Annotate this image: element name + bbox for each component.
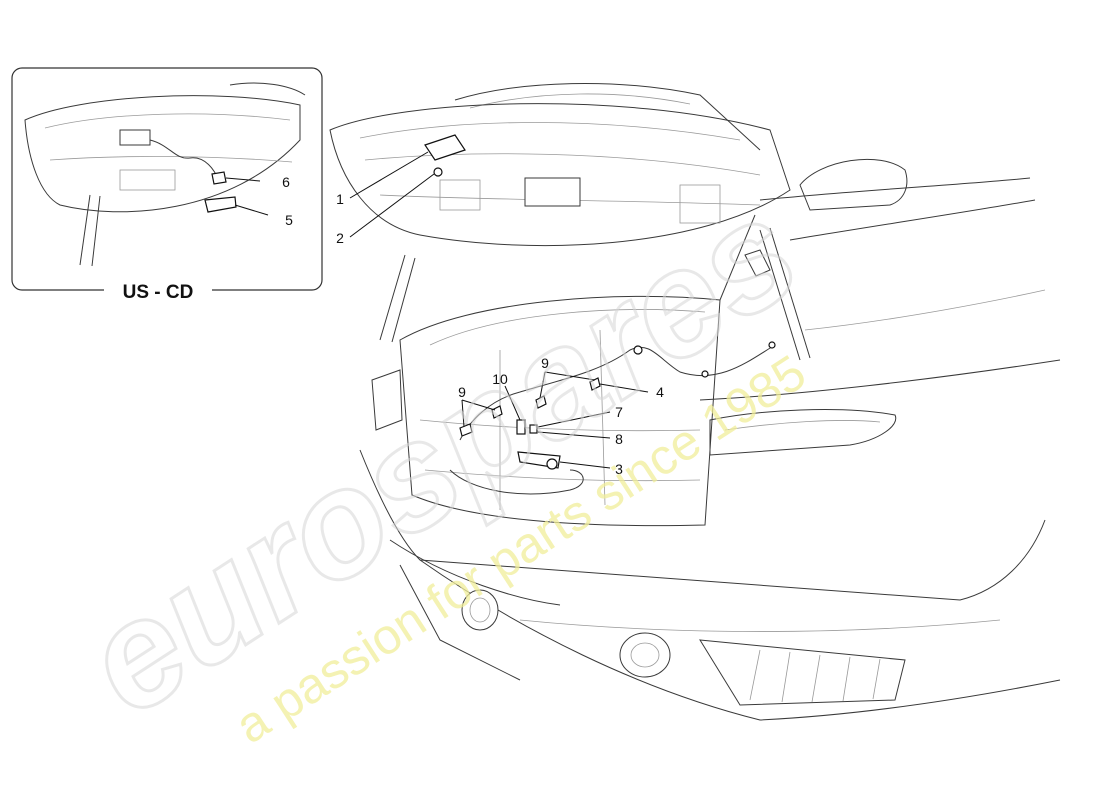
leader-1 xyxy=(349,151,429,199)
callout-10: 10 xyxy=(492,371,508,387)
callout-7: 7 xyxy=(615,404,623,420)
callout-4: 4 xyxy=(656,384,664,400)
main-callouts: 1 2 9 10 4 9 7 8 3 xyxy=(336,191,664,477)
callout-5: 5 xyxy=(285,212,293,228)
leader-9a xyxy=(539,371,546,399)
inset-panel: 6 5 US - CD xyxy=(11,67,323,303)
callout-6: 6 xyxy=(282,174,290,190)
leader-2 xyxy=(349,173,435,238)
leader-9a2 xyxy=(544,371,596,381)
leader-4 xyxy=(599,383,649,393)
leader-9b2 xyxy=(461,399,496,411)
callout-9-lower: 9 xyxy=(458,384,466,400)
leader-8 xyxy=(537,431,611,439)
callout-3: 3 xyxy=(615,461,623,477)
car-rear-view xyxy=(329,83,1061,721)
callout-9-upper: 9 xyxy=(541,355,549,371)
leader-5 xyxy=(234,204,269,216)
leader-6 xyxy=(225,177,261,182)
leader-7 xyxy=(537,411,611,428)
callout-8: 8 xyxy=(615,431,623,447)
main-leaders xyxy=(349,151,649,469)
leader-9b xyxy=(461,399,465,428)
callout-1: 1 xyxy=(336,191,344,207)
inset-trunk-lid xyxy=(24,82,306,267)
inset-caption: US - CD xyxy=(123,282,194,303)
leader-3 xyxy=(559,461,611,469)
inset-frame xyxy=(11,67,323,291)
inset-caption-bg xyxy=(104,279,212,303)
callout-2: 2 xyxy=(336,230,344,246)
leader-10 xyxy=(504,385,521,421)
